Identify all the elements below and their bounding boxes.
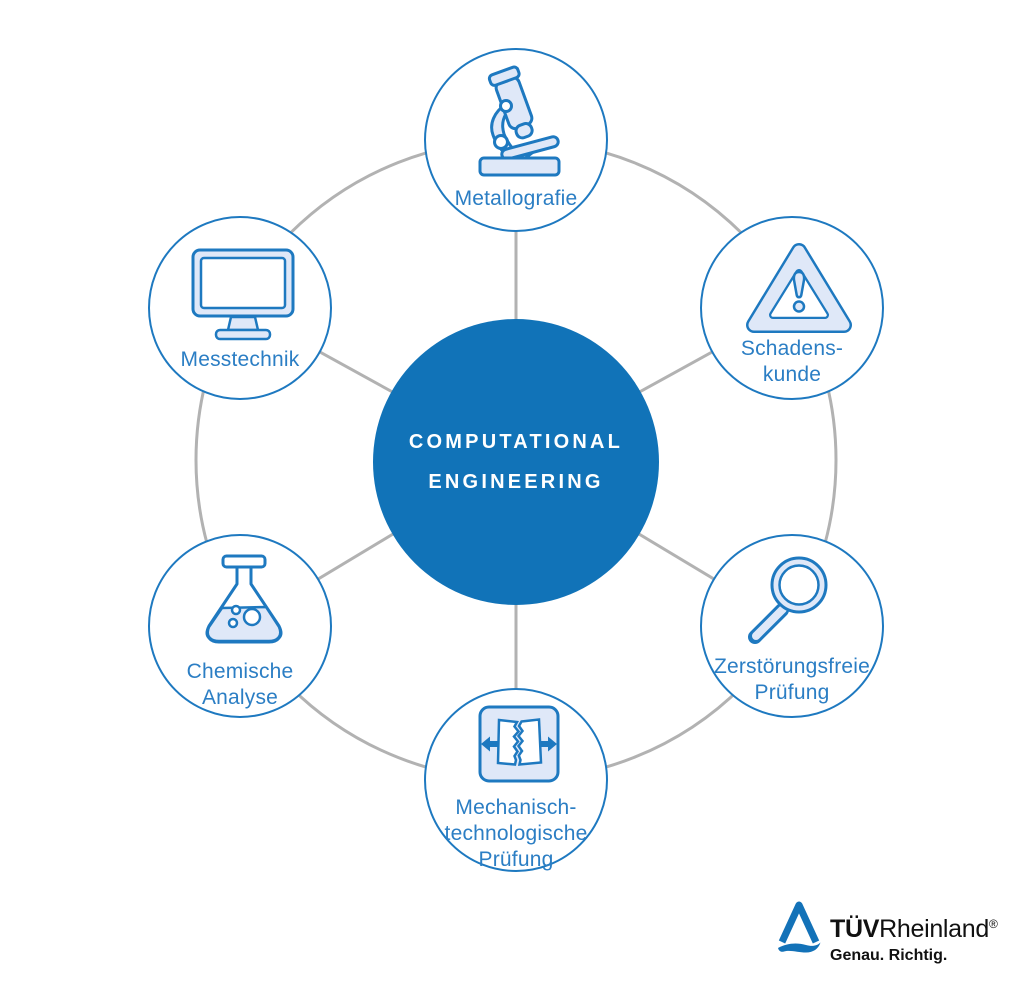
node-zerstoerungsfreie-pruefung: Zerstörungsfreie Prüfung [700,534,884,718]
center-title: COMPUTATIONAL ENGINEERING [409,422,623,502]
magnifier-icon [742,552,832,647]
node-schadenskunde: Schadens- kunde [700,216,884,400]
center-title-line2: ENGINEERING [428,471,604,493]
node-label-messtechnik: Messtechnik [180,348,300,371]
node-messtechnik: Messtechnik [148,216,332,400]
logo-tagline: Genau. Richtig. [830,947,948,964]
registered-trademark-symbol: ® [989,917,998,931]
node-label-mechanisch-technologische-pruefung: Mechanisch- technologische Prüfung [444,796,588,871]
monitor-icon [191,248,295,342]
fracture-specimen-icon [469,699,569,791]
node-mechanisch-technologische-pruefung: Mechanisch- technologische Prüfung [424,688,608,872]
node-label-metallografie: Metallografie [454,187,578,210]
node-label-zerstoerungsfreie-pruefung: Zerstörungsfreie Prüfung [713,655,871,704]
logo-text: TÜVRheinland® Genau. Richtig. [830,912,998,965]
node-chemische-analyse: Chemische Analyse [148,534,332,718]
warning-triangle-icon [744,239,854,334]
node-label-chemische-analyse: Chemische Analyse [186,660,294,709]
center-title-line1: COMPUTATIONAL [408,431,624,453]
tuv-triangle-icon [777,899,821,965]
tuv-rheinland-logo: TÜVRheinland® Genau. Richtig. [777,899,998,965]
node-metallografie: Metallografie [424,48,608,232]
center-node-computational-engineering: COMPUTATIONAL ENGINEERING [373,319,659,605]
flask-icon [199,554,289,646]
brand-name: TÜVRheinland® [830,915,998,943]
microscope-icon [468,62,568,184]
node-label-schadenskunde: Schadens- kunde [740,337,844,386]
